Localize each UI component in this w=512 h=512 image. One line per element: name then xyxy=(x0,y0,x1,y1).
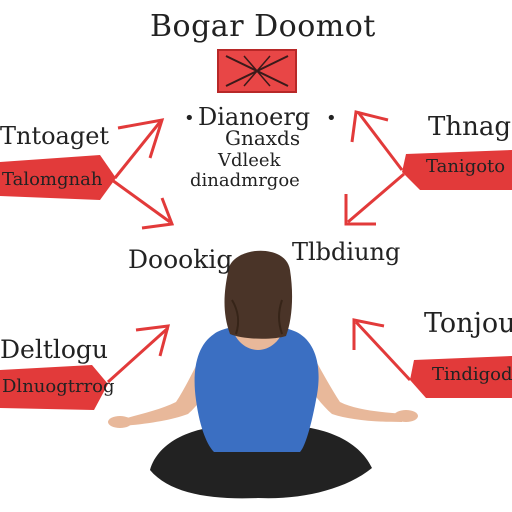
band-right-bottom xyxy=(410,356,512,398)
center-label-3: Vdleek xyxy=(218,150,281,171)
band-right-bottom-text: Tindigod xyxy=(432,364,512,385)
mid-right-label: Tlbdiung xyxy=(292,238,401,266)
right-top-label: Thnago xyxy=(428,112,512,142)
left-top-label: Tntoaget xyxy=(0,122,110,150)
arrow-right-bottom xyxy=(352,318,412,382)
band-right-top-text: Tanigoto xyxy=(426,156,506,177)
center-label-1: Dianoerg xyxy=(198,103,311,131)
bullet-dot-left: • xyxy=(184,108,195,129)
mid-left-label: Doookig xyxy=(128,245,233,274)
diagram-title: Bogar Doomot xyxy=(150,9,376,44)
band-left-top xyxy=(0,155,116,200)
red-x-box-icon xyxy=(217,49,297,93)
bullet-dot-right: • xyxy=(326,108,337,129)
arrow-right-top xyxy=(344,110,405,226)
band-right-top xyxy=(402,150,512,190)
right-bottom-label: Tonjou xyxy=(424,308,512,339)
center-label-2: Gnaxds xyxy=(225,126,301,150)
center-label-4: dinadmrgoe xyxy=(190,170,300,191)
arrow-left-bottom xyxy=(106,324,171,384)
band-left-bottom xyxy=(0,365,108,410)
person-figure xyxy=(108,250,418,499)
band-left-bottom-text: Dlnuogtrrog xyxy=(2,376,115,397)
arrow-left-top xyxy=(111,118,175,230)
left-bottom-label: Deltlogu xyxy=(0,335,109,364)
band-left-top-text: Talomgnah xyxy=(2,169,103,190)
